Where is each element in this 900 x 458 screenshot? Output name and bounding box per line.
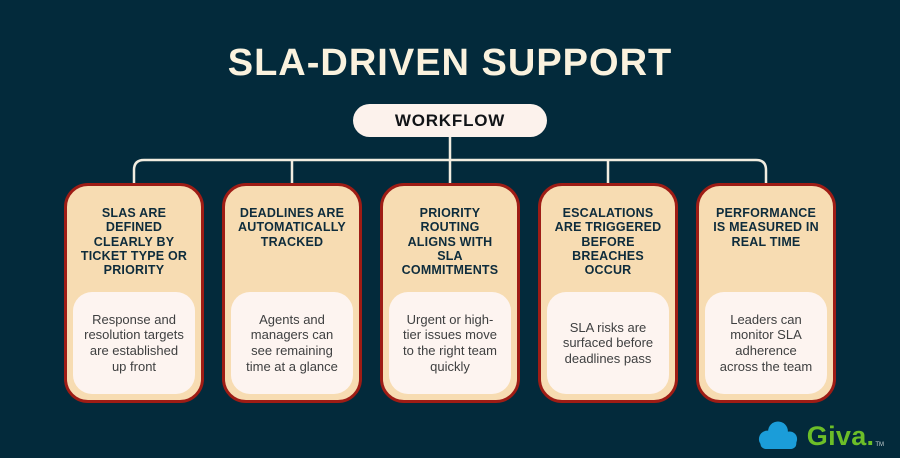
card-body-text: Response and resolution targets are esta…	[84, 311, 184, 374]
card-body-box: Agents and managers can see remaining ti…	[231, 292, 353, 394]
workflow-card-2: DEADLINES ARE AUTOMATICALLY TRACKED Agen…	[222, 183, 362, 403]
card-heading: SLAS ARE DEFINED CLEARLY BY TICKET TYPE …	[80, 206, 188, 277]
card-heading: PRIORITY ROUTING ALIGNS WITH SLA COMMITM…	[401, 206, 499, 277]
page-title: SLA-DRIVEN SUPPORT	[227, 42, 673, 84]
card-body-box: Urgent or high-tier issues move to the r…	[389, 292, 511, 394]
workflow-card-3: PRIORITY ROUTING ALIGNS WITH SLA COMMITM…	[380, 183, 520, 403]
workflow-card-4: ESCALATIONS ARE TRIGGERED BEFORE BREACHE…	[538, 183, 678, 403]
cloud-icon	[758, 421, 797, 449]
workflow-label: WORKFLOW	[394, 110, 506, 130]
workflow-card-5: PERFORMANCE IS MEASURED IN REAL TIME Lea…	[696, 183, 836, 403]
card-heading: ESCALATIONS ARE TRIGGERED BEFORE BREACHE…	[554, 206, 662, 277]
card-body-box: Response and resolution targets are esta…	[73, 292, 195, 394]
cards-row: SLAS ARE DEFINED CLEARLY BY TICKET TYPE …	[64, 183, 836, 403]
card-body-box: SLA risks are surfaced before deadlines …	[547, 292, 669, 394]
workflow-pill: WORKFLOW	[353, 104, 547, 137]
card-heading: DEADLINES ARE AUTOMATICALLY TRACKED	[238, 206, 346, 249]
giva-logo: Giva. TM	[755, 420, 884, 450]
trademark-mark: TM	[875, 442, 884, 448]
card-body-box: Leaders can monitor SLA adherence across…	[705, 292, 827, 394]
card-heading: PERFORMANCE IS MEASURED IN REAL TIME	[713, 206, 819, 249]
card-body-text: Agents and managers can see remaining ti…	[246, 311, 338, 374]
card-body-text: Leaders can monitor SLA adherence across…	[719, 311, 813, 374]
brand-text: Giva.	[806, 421, 875, 451]
card-body-text: Urgent or high-tier issues move to the r…	[403, 311, 497, 374]
card-body-text: SLA risks are surfaced before deadlines …	[562, 319, 654, 366]
workflow-card-1: SLAS ARE DEFINED CLEARLY BY TICKET TYPE …	[64, 183, 204, 403]
